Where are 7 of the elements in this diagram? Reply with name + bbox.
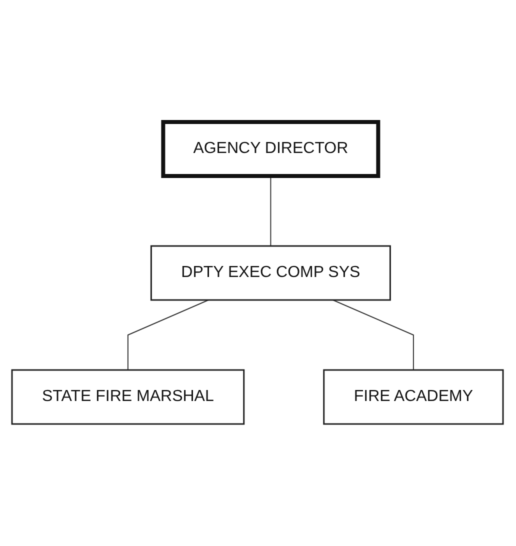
node-box: AGENCY DIRECTOR [162,120,381,178]
node-box: FIRE ACADEMY [324,369,504,425]
connector [332,300,414,370]
connector [128,300,210,370]
node-box: DPTY EXEC COMP SYS [150,245,392,301]
connector [270,176,272,246]
node-box: STATE FIRE MARSHAL [12,369,246,425]
